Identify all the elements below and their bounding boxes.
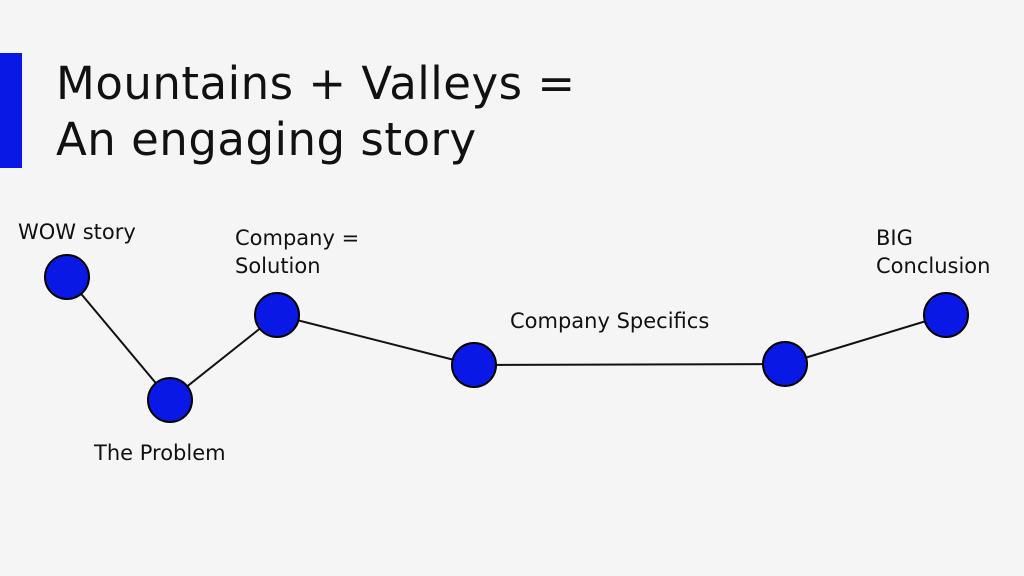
node-big-conclusion <box>923 292 969 338</box>
label-company-solution: Company = Solution <box>235 226 359 278</box>
label-wow-story-line-1: WOW story <box>18 220 136 244</box>
title-line-2: An engaging story <box>56 113 477 166</box>
label-company-solution-line-2: Solution <box>235 254 321 278</box>
title-line-1: Mountains + Valleys = <box>56 57 576 110</box>
label-the-problem: The Problem <box>93 441 226 465</box>
node-company-specifics-start <box>451 342 497 388</box>
label-company-specifics-end: Company Specifics <box>510 309 709 333</box>
label-company-specifics-end-line-1: Company Specifics <box>510 309 709 333</box>
node-company-solution <box>254 292 300 338</box>
connector-line-4 <box>473 363 786 366</box>
label-big-conclusion-line-1: BIG <box>876 226 913 250</box>
connector-line-5 <box>784 314 947 365</box>
slide-title: Mountains + Valleys = An engaging story <box>56 56 576 168</box>
node-the-problem <box>147 377 193 423</box>
label-the-problem-line-1: The Problem <box>93 441 226 465</box>
node-company-specifics-end <box>762 341 808 387</box>
label-big-conclusion: BIG Conclusion <box>876 226 990 278</box>
connector-line-1 <box>66 276 171 401</box>
connector-line-3 <box>276 314 475 366</box>
label-big-conclusion-line-2: Conclusion <box>876 254 990 278</box>
accent-bar <box>0 53 22 168</box>
label-wow-story: WOW story <box>18 220 136 244</box>
story-arc-nodes <box>44 254 969 423</box>
label-company-solution-line-1: Company = <box>235 226 359 250</box>
story-arc-edges <box>66 276 947 401</box>
node-wow-story <box>44 254 90 300</box>
